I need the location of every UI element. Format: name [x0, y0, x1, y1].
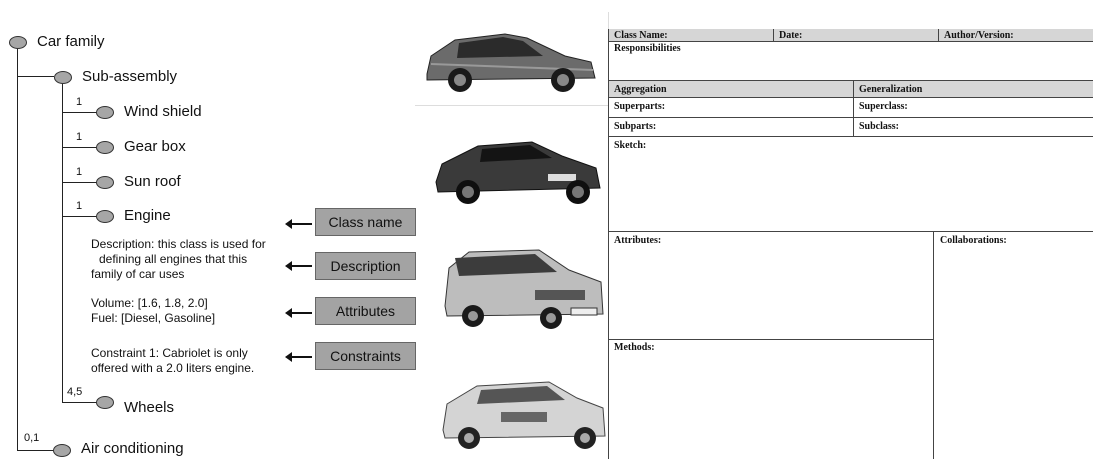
divider: [608, 339, 933, 340]
multiplicity: 0,1: [24, 432, 40, 444]
item-node: [96, 141, 114, 154]
tag-attributes: Attributes: [315, 297, 416, 325]
car-image-wagon: [439, 234, 608, 339]
generalization-label: Generalization: [859, 84, 923, 95]
divider: [933, 231, 934, 459]
multiplicity: 1: [76, 131, 83, 143]
item-connector: [62, 147, 97, 148]
sketch-label: Sketch:: [614, 140, 647, 151]
subparts-label: Subparts:: [614, 121, 657, 132]
divider: [608, 117, 1093, 118]
date-field: Date:: [779, 30, 803, 41]
root-label: Car family: [37, 33, 105, 50]
tree-trunk: [17, 47, 18, 450]
item-node: [96, 106, 114, 119]
author-field: Author/Version:: [944, 30, 1014, 41]
multiplicity: 1: [76, 200, 83, 212]
item-node: [96, 210, 114, 223]
sub-label: Sub-assembly: [82, 68, 178, 85]
root-node: [9, 36, 27, 49]
superparts-label: Superparts:: [614, 101, 666, 112]
item-label: Wind shield: [124, 103, 202, 120]
item-label: Wheels: [124, 399, 175, 416]
item-node: [96, 176, 114, 189]
divider: [938, 29, 939, 41]
tag-constraints: Constraints: [315, 342, 416, 370]
engine-attributes: Volume: [1.6, 1.8, 2.0] Fuel: [Diesel, G…: [91, 296, 216, 325]
arrow-icon: [285, 219, 312, 229]
car-image-sedan-silver: [437, 364, 608, 459]
divider: [608, 136, 1093, 137]
item-connector: [62, 112, 97, 113]
tag-description: Description: [315, 252, 416, 280]
divider: [608, 80, 1093, 81]
responsibilities-label: Responsibilities: [614, 43, 681, 54]
sub-trunk: [62, 82, 63, 402]
item-connector: [62, 216, 97, 217]
item-node: [96, 396, 114, 409]
divider: [773, 29, 774, 41]
engine-description: Description: this class is used for defi…: [91, 237, 266, 281]
arrow-icon: [285, 352, 312, 362]
multiplicity: 1: [76, 166, 83, 178]
multiplicity: 4,5: [67, 386, 83, 398]
item-label: Sun roof: [124, 173, 181, 190]
engine-constraint: Constraint 1: Cabriolet is only offered …: [91, 346, 255, 375]
collaborations-label: Collaborations:: [940, 235, 1007, 246]
divider: [608, 97, 1093, 98]
item-connector: [62, 402, 97, 403]
sub-connector: [17, 76, 54, 77]
item-connector: [62, 182, 97, 183]
crc-header-row: [608, 29, 1093, 41]
aggregation-label: Aggregation: [614, 84, 667, 95]
methods-label: Methods:: [614, 342, 655, 353]
arrow-icon: [285, 308, 312, 318]
tag-class-name: Class name: [315, 208, 416, 236]
crc-card: Class Name: Date: Author/Version: Respon…: [608, 29, 1093, 459]
divider: [608, 41, 1093, 42]
attributes-label: Attributes:: [614, 235, 662, 246]
divider: [853, 80, 854, 136]
crc-subheader-row: [608, 80, 1093, 97]
superclass-label: Superclass:: [859, 101, 908, 112]
arrow-icon: [285, 261, 312, 271]
divider: [608, 231, 1093, 232]
car-image-sedan-dark: [428, 112, 608, 217]
aircon-label: Air conditioning: [81, 440, 184, 457]
class-name-field: Class Name:: [614, 30, 668, 41]
subclass-label: Subclass:: [859, 121, 900, 132]
item-label: Engine: [124, 207, 171, 224]
sub-node: [54, 71, 72, 84]
car-image-hatchback: [415, 12, 609, 106]
item-label: Gear box: [124, 138, 186, 155]
aircon-connector: [17, 450, 54, 451]
divider: [608, 29, 609, 459]
aircon-node: [53, 444, 71, 457]
multiplicity: 1: [76, 96, 83, 108]
